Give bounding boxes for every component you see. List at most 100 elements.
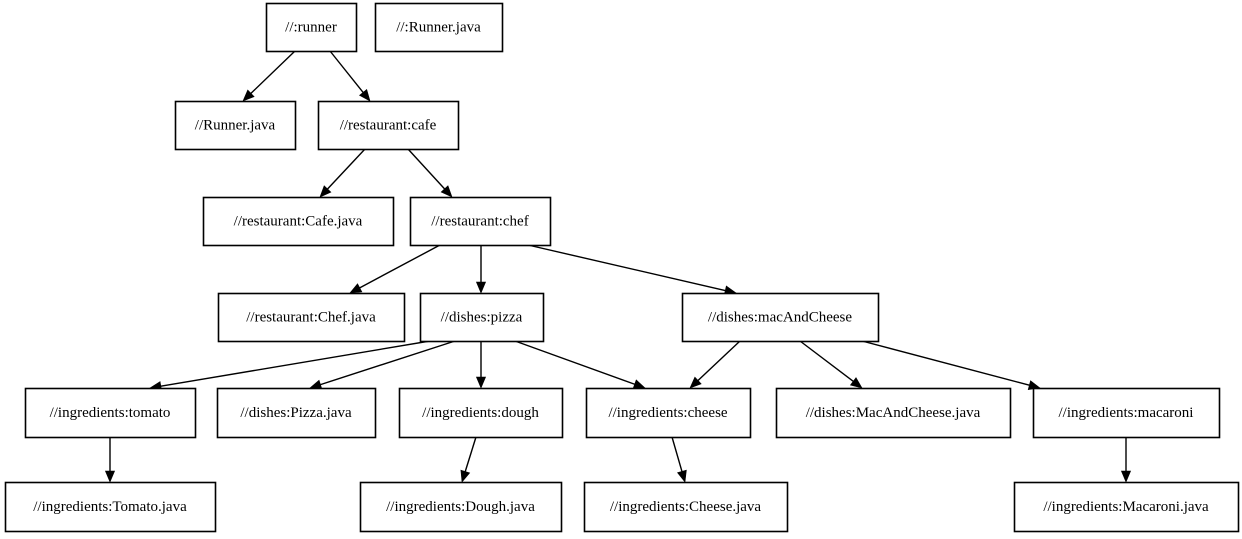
node-box[interactable] <box>216 387 377 439</box>
graph-node-restaurant_chef[interactable]: //restaurant:chef <box>409 196 552 247</box>
graph-node-restaurant_cafe[interactable]: //restaurant:cafe <box>317 100 460 151</box>
node-box[interactable] <box>4 481 217 533</box>
node-label: //ingredients:Tomato.java <box>33 499 187 515</box>
graph-edge <box>329 50 371 102</box>
node-label: //ingredients:Cheese.java <box>610 499 762 515</box>
graph-edge <box>407 148 453 198</box>
graph-edge <box>242 50 296 102</box>
graph-node-ing_cheese[interactable]: //ingredients:cheese <box>585 387 752 439</box>
node-label: //ingredients:tomato <box>50 405 171 421</box>
nodes-layer: //:runner //:Runner.java //Runner.java //re… <box>4 2 1240 533</box>
graph-node-cheese_java[interactable]: //ingredients:Cheese.java <box>583 481 789 533</box>
node-label: //:runner <box>285 19 337 35</box>
graph-node-tomato_java[interactable]: //ingredients:Tomato.java <box>4 481 217 533</box>
node-box[interactable] <box>419 292 545 343</box>
node-label: //dishes:pizza <box>441 309 523 325</box>
edge-line <box>861 340 1030 386</box>
edge-arrowhead <box>309 379 323 390</box>
node-box[interactable] <box>585 387 752 439</box>
edge-line <box>464 436 477 472</box>
node-label: //:Runner.java <box>396 19 481 35</box>
node-label: //dishes:macAndCheese <box>708 309 852 325</box>
node-label: //ingredients:Macaroni.java <box>1043 499 1209 515</box>
graph-node-macaroni_java[interactable]: //ingredients:Macaroni.java <box>1013 481 1240 533</box>
edge-line <box>799 340 854 382</box>
edge-arrowhead <box>319 185 332 198</box>
graph-node-cafe_java[interactable]: //restaurant:Cafe.java <box>202 196 395 247</box>
node-box[interactable] <box>374 2 504 53</box>
node-label: //restaurant:Cafe.java <box>234 213 363 229</box>
graph-node-ing_dough[interactable]: //ingredients:dough <box>398 387 564 439</box>
edge-arrowhead <box>632 379 646 389</box>
edge-line <box>320 340 456 386</box>
edge-line <box>514 340 635 385</box>
graph-node-ing_macaroni[interactable]: //ingredients:macaroni <box>1032 387 1221 439</box>
graph-edge <box>309 340 456 390</box>
node-box[interactable] <box>775 387 1012 439</box>
graph-edge <box>799 340 863 389</box>
graph-edge <box>671 436 687 483</box>
edge-line <box>407 148 446 190</box>
graph-node-ing_tomato[interactable]: //ingredients:tomato <box>24 387 197 439</box>
graph-node-pizza_java[interactable]: //dishes:Pizza.java <box>216 387 377 439</box>
node-label: //dishes:MacAndCheese.java <box>806 405 981 421</box>
node-box[interactable] <box>583 481 789 533</box>
node-box[interactable] <box>681 292 880 343</box>
graph-node-dishes_mac[interactable]: //dishes:macAndCheese <box>681 292 880 343</box>
node-box[interactable] <box>24 387 197 439</box>
graph-edge <box>527 244 737 296</box>
edge-line <box>527 244 726 292</box>
edge-arrowhead <box>849 377 863 389</box>
edge-arrowhead <box>460 469 471 483</box>
node-box[interactable] <box>174 100 297 151</box>
graph-node-runner[interactable]: //:runner <box>265 2 358 53</box>
graph-edge <box>1120 437 1132 483</box>
edge-line <box>697 340 741 381</box>
edge-arrowhead <box>358 89 371 102</box>
edge-line <box>329 50 364 93</box>
edge-line <box>250 50 296 94</box>
edge-arrowhead <box>677 469 687 483</box>
node-box[interactable] <box>398 387 564 439</box>
graph-edge <box>104 437 116 483</box>
node-box[interactable] <box>202 196 395 247</box>
graph-node-runner_java_root[interactable]: //:Runner.java <box>374 2 504 53</box>
node-box[interactable] <box>1013 481 1240 533</box>
node-label: //Runner.java <box>195 117 276 133</box>
graph-node-dough_java[interactable]: //ingredients:Dough.java <box>359 481 563 533</box>
graph-node-runner_java[interactable]: //Runner.java <box>174 100 297 151</box>
edge-arrowhead <box>104 470 116 483</box>
node-label: //restaurant:chef <box>431 213 528 229</box>
graph-edge <box>149 340 431 392</box>
edge-arrowhead <box>1120 470 1132 483</box>
graph-node-chef_java[interactable]: //restaurant:Chef.java <box>217 292 406 343</box>
node-label: //dishes:Pizza.java <box>240 405 352 421</box>
edge-arrowhead <box>440 185 453 198</box>
edge-line <box>160 340 431 387</box>
node-box[interactable] <box>409 196 552 247</box>
node-box[interactable] <box>1032 387 1221 439</box>
node-box[interactable] <box>265 2 358 53</box>
node-label: //ingredients:macaroni <box>1059 405 1194 421</box>
graph-edge <box>319 148 366 198</box>
edge-arrowhead <box>475 376 487 389</box>
node-box[interactable] <box>317 100 460 151</box>
graph-edge <box>689 340 741 389</box>
node-label: //ingredients:cheese <box>608 405 727 421</box>
edge-line <box>327 148 366 190</box>
graph-node-mac_java[interactable]: //dishes:MacAndCheese.java <box>775 387 1012 439</box>
node-box[interactable] <box>359 481 563 533</box>
node-box[interactable] <box>217 292 406 343</box>
graph-node-dishes_pizza[interactable]: //dishes:pizza <box>419 292 545 343</box>
edge-arrowhead <box>242 89 255 102</box>
graph-edge <box>460 436 477 483</box>
graph-edge <box>349 244 441 294</box>
edge-arrowhead <box>475 281 487 294</box>
node-label: //ingredients:dough <box>422 405 539 421</box>
graph-edge <box>475 245 487 294</box>
edge-arrowhead <box>349 283 363 294</box>
edge-line <box>671 436 683 472</box>
edge-line <box>359 244 441 289</box>
